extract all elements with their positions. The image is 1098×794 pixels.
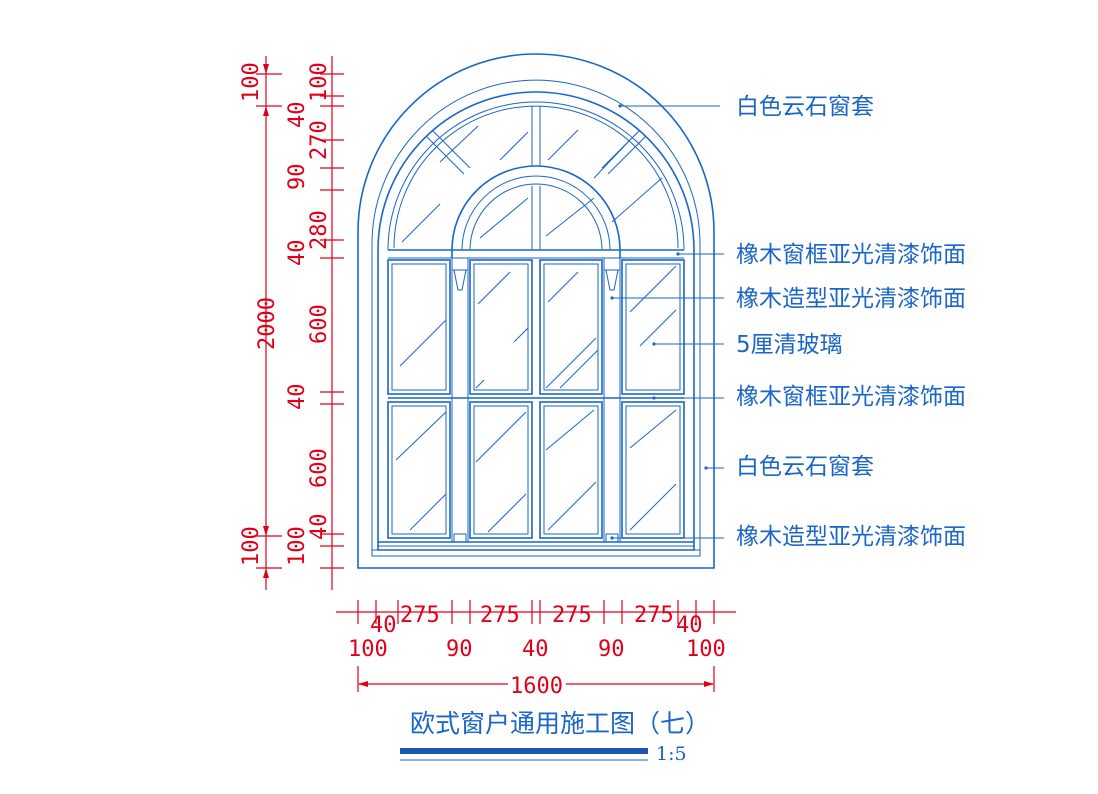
arch-fanlight <box>388 106 684 259</box>
dim-bottom-lower-0: 100 <box>348 637 388 662</box>
drawing-title: 欧式窗户通用施工图（七） <box>410 709 710 738</box>
drawing-scale: 1:5 <box>656 743 687 765</box>
dim-right-10: 100 <box>285 526 310 566</box>
dim-right-1: 40 <box>285 102 310 129</box>
dim-left-bottom: 100 <box>239 526 264 566</box>
dim-right-8: 600 <box>307 448 332 488</box>
glass-hatching <box>395 265 677 533</box>
label-column: 橡木造型亚光清漆饰面 <box>736 286 966 312</box>
dim-right-7: 40 <box>285 384 310 411</box>
dim-left-top: 100 <box>239 62 264 102</box>
dim-bottom-lower-3: 90 <box>598 637 625 662</box>
title-block: 欧式窗户通用施工图（七） 1:5 <box>400 709 710 765</box>
dim-bottom-upper-5: 40 <box>676 613 703 638</box>
dim-right-5: 40 <box>285 240 310 267</box>
dim-right-3: 90 <box>285 164 310 191</box>
columns <box>451 257 621 543</box>
dim-bottom-lower-4: 100 <box>686 637 726 662</box>
label-side-surround: 白色云石窗套 <box>736 454 874 480</box>
bottom-dimension: 40 275 275 275 275 40 100 90 40 90 100 1… <box>336 600 736 699</box>
label-mid-frame: 橡木窗框亚光清漆饰面 <box>736 384 966 410</box>
dim-right-9: 40 <box>307 514 332 541</box>
dim-bottom-upper-4: 275 <box>634 603 674 628</box>
dim-right-4: 280 <box>307 210 332 250</box>
dim-right-0: 100 <box>307 62 332 102</box>
label-arch-frame: 橡木窗框亚光清漆饰面 <box>736 242 966 268</box>
dim-bottom-upper-3: 275 <box>552 603 592 628</box>
left-dimension: 100 2000 100 <box>239 56 282 590</box>
casement-panels <box>387 259 685 539</box>
dim-left-total: 2000 <box>255 297 280 350</box>
dim-bottom-upper-1: 275 <box>400 603 440 628</box>
label-glass: 5厘清玻璃 <box>736 332 843 358</box>
dim-bottom-lower-1: 90 <box>446 637 473 662</box>
annotation-leaders <box>610 104 724 540</box>
dim-right-2: 270 <box>307 120 332 160</box>
dim-bottom-upper-2: 275 <box>480 603 520 628</box>
label-top-surround: 白色云石窗套 <box>736 94 874 120</box>
material-labels: 白色云石窗套 橡木窗框亚光清漆饰面 橡木造型亚光清漆饰面 5厘清玻璃 橡木窗框亚… <box>736 94 966 550</box>
window-outline <box>357 53 715 569</box>
dim-right-6: 600 <box>307 304 332 344</box>
label-base-column: 橡木造型亚光清漆饰面 <box>736 524 966 550</box>
right-dimension: 100 40 270 90 280 40 600 40 600 40 100 <box>285 56 344 590</box>
dim-bottom-upper-0: 40 <box>370 613 397 638</box>
dim-overall-width: 1600 <box>510 674 563 699</box>
dim-bottom-lower-2: 40 <box>522 637 549 662</box>
